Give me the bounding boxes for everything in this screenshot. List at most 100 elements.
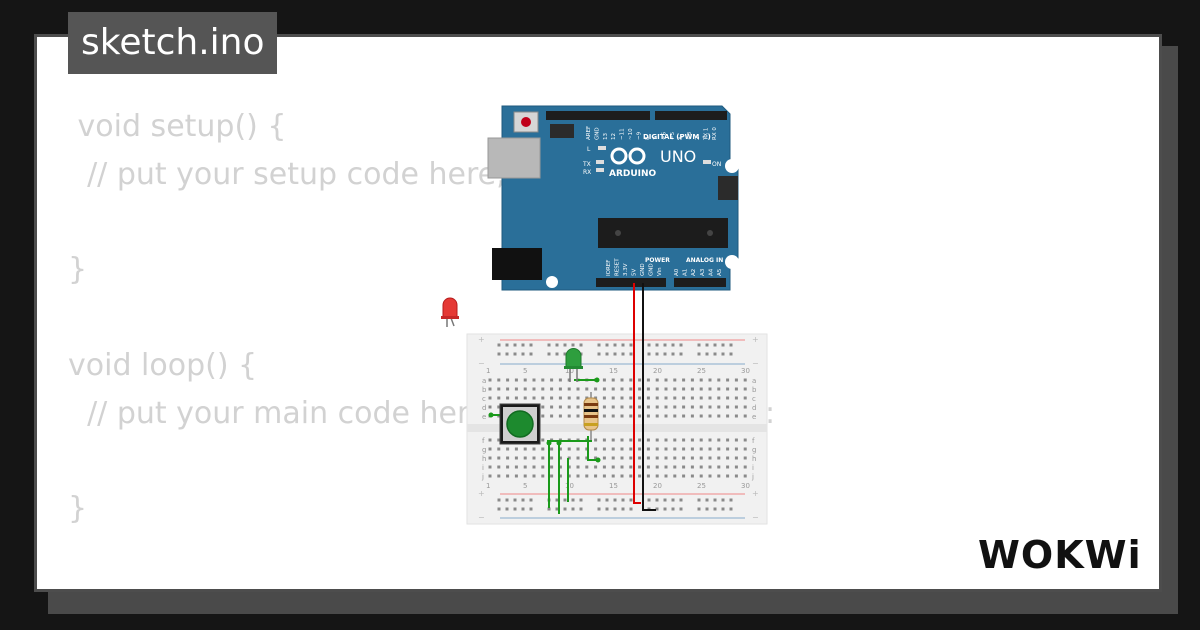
breadboard-hole: [563, 498, 567, 502]
tx-label: TX: [582, 161, 591, 168]
breadboard-hole: [717, 414, 721, 418]
breadboard-hole: [594, 438, 598, 442]
wire-gnd-black[interactable]: [642, 283, 656, 511]
breadboard-hole: [717, 387, 721, 391]
reset-button-cap[interactable]: [521, 117, 531, 127]
breadboard-hole: [671, 352, 675, 356]
breadboard-hole: [488, 465, 492, 469]
digital-pin-label: 4: [678, 136, 684, 140]
bb-row-label: j: [481, 473, 484, 481]
resistor[interactable]: [583, 392, 599, 440]
breadboard-hole: [613, 507, 617, 511]
breadboard-hole: [726, 438, 730, 442]
digital-header-left: [546, 111, 650, 120]
pushbutton[interactable]: [499, 403, 541, 445]
pushbutton-cap[interactable]: [506, 410, 534, 438]
breadboard-hole: [663, 498, 667, 502]
breadboard-hole: [729, 507, 733, 511]
on-label: ON: [712, 161, 721, 168]
breadboard-hole: [690, 438, 694, 442]
breadboard-hole: [514, 387, 518, 391]
breadboard-hole: [611, 474, 615, 478]
breadboard-hole: [734, 474, 738, 478]
digital-pin-label: 12: [611, 133, 617, 140]
breadboard-hole: [655, 447, 659, 451]
breadboard-hole: [682, 396, 686, 400]
breadboard-hole: [646, 405, 650, 409]
breadboard-hole: [743, 387, 747, 391]
breadboard-hole: [638, 405, 642, 409]
breadboard-hole: [629, 414, 633, 418]
breadboard-hole: [638, 396, 642, 400]
breadboard-hole: [514, 396, 518, 400]
breadboard-hole: [576, 465, 580, 469]
breadboard-hole: [721, 498, 725, 502]
digital-label: DIGITAL (PWM ~): [643, 133, 711, 141]
breadboard-hole: [602, 474, 606, 478]
breadboard-hole: [513, 507, 517, 511]
breadboard-hole: [629, 507, 633, 511]
breadboard-hole: [611, 447, 615, 451]
breadboard-hole: [638, 456, 642, 460]
usb-connector: [487, 137, 541, 179]
breadboard-hole: [682, 456, 686, 460]
breadboard-hole: [567, 378, 571, 382]
breadboard-hole: [594, 396, 598, 400]
breadboard-hole: [605, 343, 609, 347]
bb-row-label: f: [482, 437, 485, 445]
breadboard-hole: [673, 378, 677, 382]
breadboard-hole: [488, 456, 492, 460]
breadboard-hole: [726, 378, 730, 382]
breadboard-hole: [699, 447, 703, 451]
breadboard-hole: [697, 352, 701, 356]
breadboard-hole: [532, 465, 536, 469]
breadboard-hole: [679, 507, 683, 511]
wire-5v-red[interactable]: [633, 283, 641, 504]
breadboard-hole: [602, 447, 606, 451]
breadboard-hole: [523, 474, 527, 478]
bb-col-label: 30: [741, 367, 750, 375]
breadboard-hole: [497, 507, 501, 511]
power-pin-label: GND: [649, 263, 655, 276]
breadboard-hole: [550, 465, 554, 469]
breadboard-hole: [734, 414, 738, 418]
breadboard-hole: [597, 507, 601, 511]
breadboard-hole: [734, 456, 738, 460]
svg-text:+: +: [752, 335, 759, 344]
breadboard-hole: [529, 507, 533, 511]
led-red[interactable]: [441, 297, 459, 327]
breadboard-hole: [682, 438, 686, 442]
breadboard-hole: [647, 343, 651, 347]
file-tab[interactable]: sketch.ino: [68, 12, 278, 74]
breadboard-hole: [611, 456, 615, 460]
led-green[interactable]: [564, 348, 583, 382]
breadboard-hole: [514, 456, 518, 460]
breadboard-hole: [697, 507, 701, 511]
breadboard-hole: [682, 465, 686, 469]
analog-header: [674, 278, 726, 287]
mount-hole: [725, 159, 739, 173]
breadboard-hole: [726, 474, 730, 478]
power-label: POWER: [645, 257, 670, 264]
breadboard-hole: [558, 396, 562, 400]
bb-row-label: c: [482, 395, 486, 403]
breadboard-hole: [705, 507, 709, 511]
bb-row-label: j: [751, 473, 754, 481]
breadboard-hole: [621, 507, 625, 511]
wire-green[interactable]: [587, 436, 598, 461]
breadboard-hole: [488, 387, 492, 391]
breadboard-hole: [532, 456, 536, 460]
breadboard-hole: [605, 507, 609, 511]
breadboard-hole: [638, 414, 642, 418]
breadboard-hole: [602, 456, 606, 460]
arduino-uno-board[interactable]: DIGITAL (PWM ~) ARDUINO UNO POWER ANALOG…: [487, 105, 739, 291]
breadboard-hole: [664, 474, 668, 478]
bb-row-label: i: [482, 464, 484, 472]
breadboard-hole: [708, 447, 712, 451]
breadboard-hole: [734, 465, 738, 469]
wokwi-logo[interactable]: WOKWi: [976, 530, 1152, 578]
breadboard-hole: [602, 465, 606, 469]
breadboard-hole: [521, 498, 525, 502]
breadboard-hole: [579, 498, 583, 502]
